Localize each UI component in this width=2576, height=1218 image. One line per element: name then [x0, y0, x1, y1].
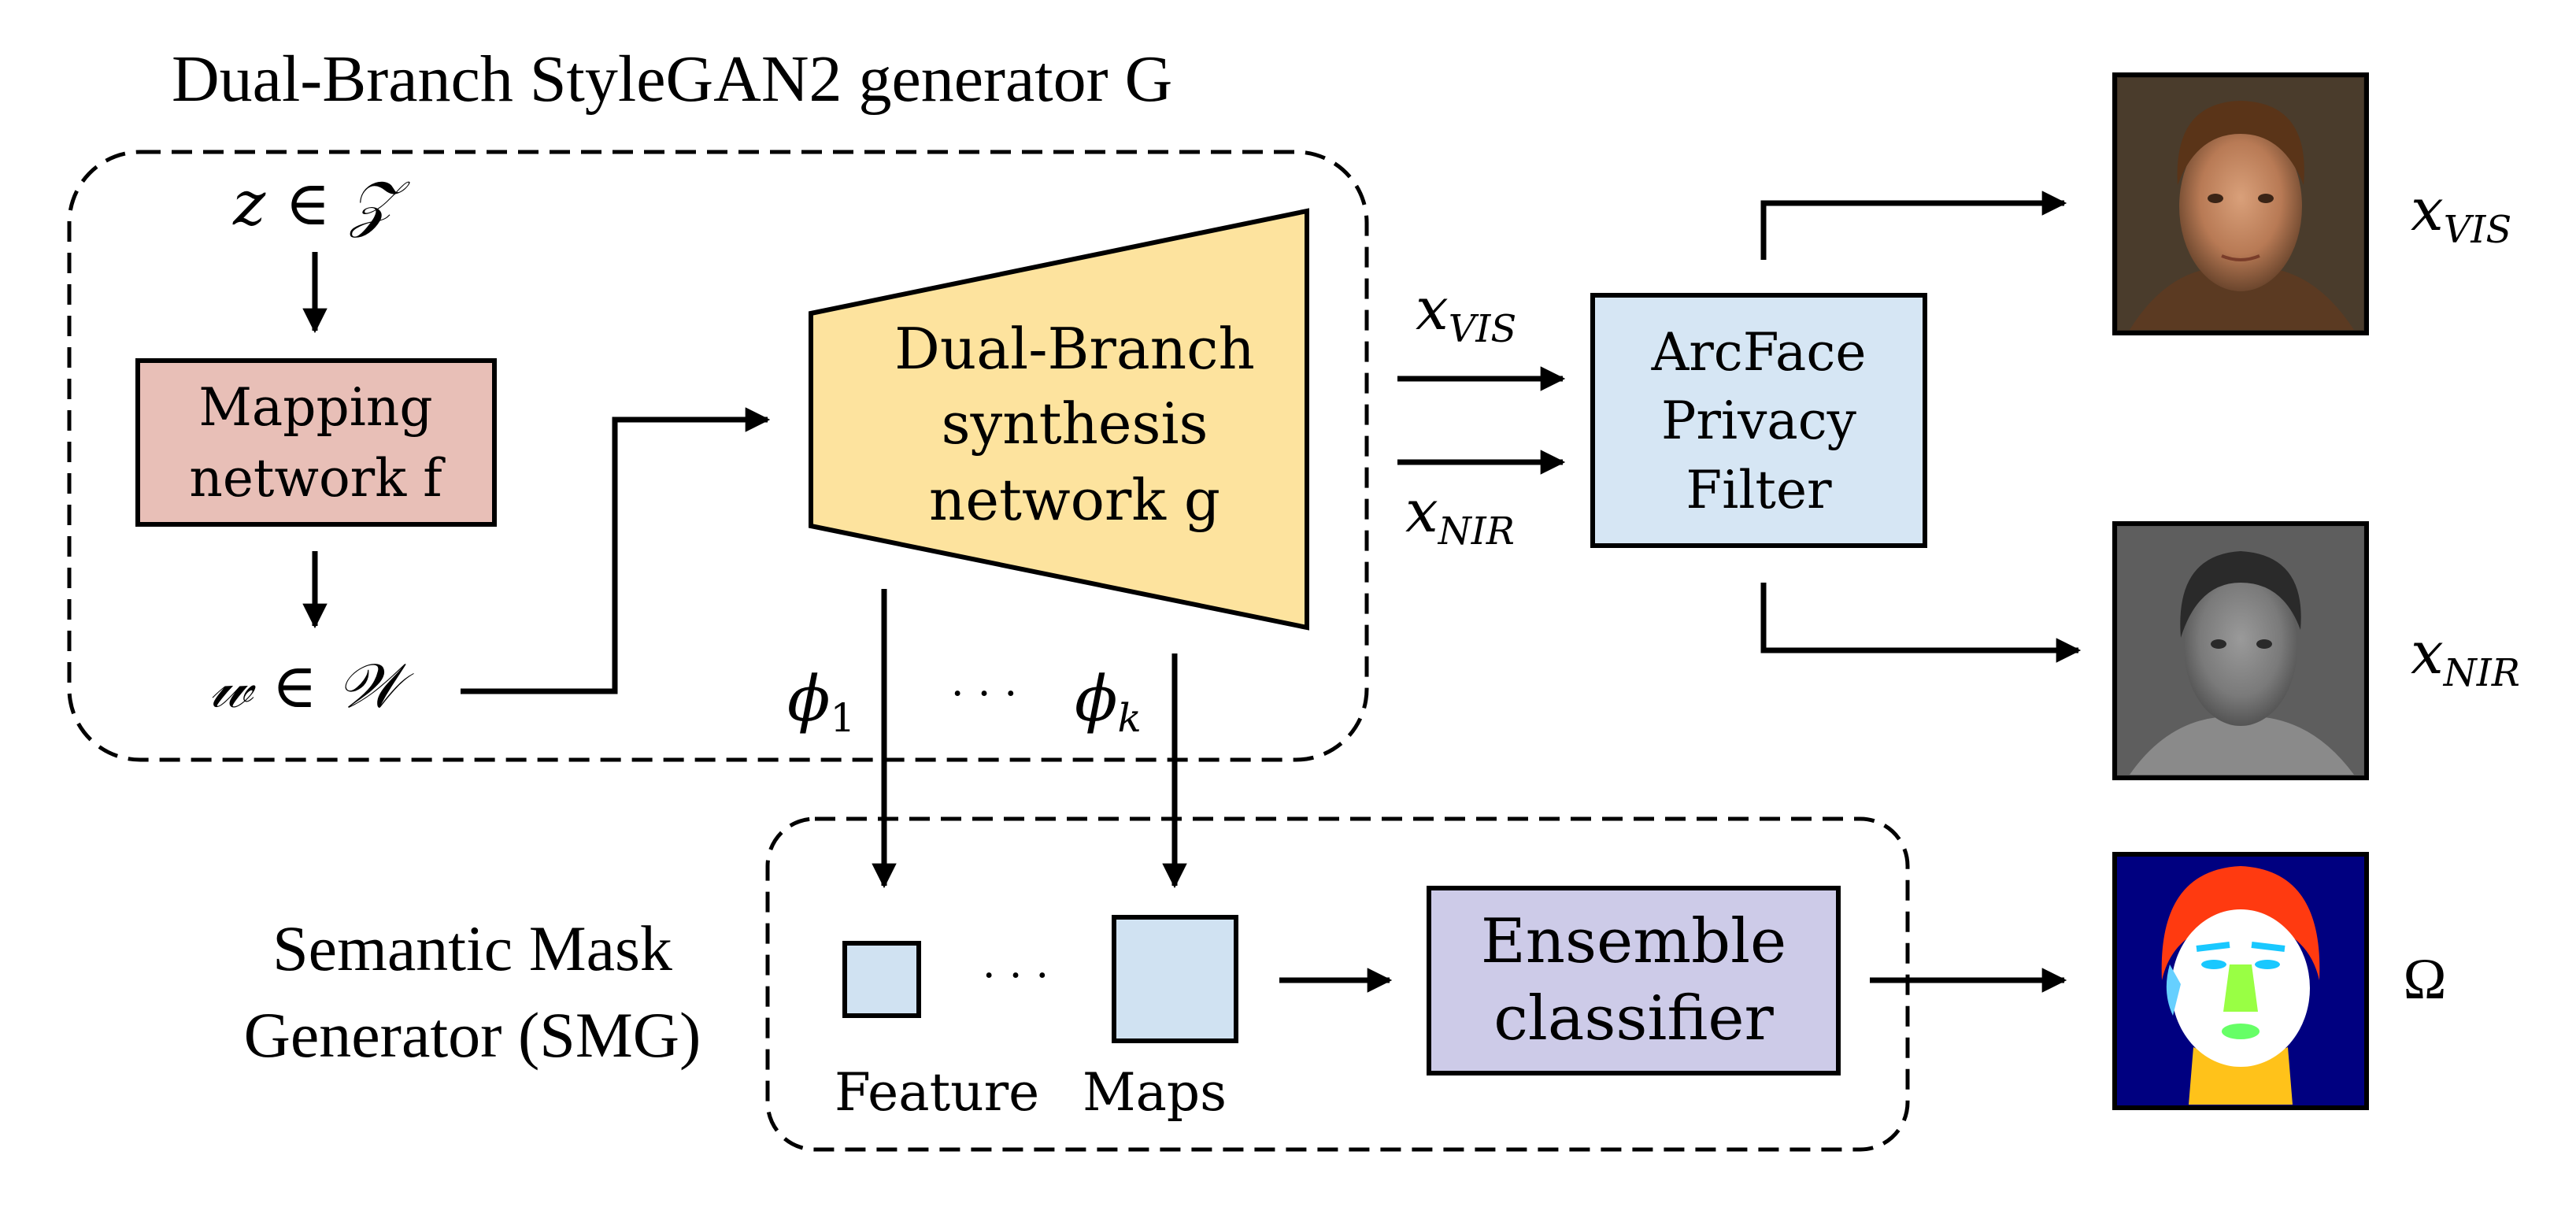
- vis-face-image: [2112, 72, 2369, 335]
- feature-label: Feature: [835, 1062, 1039, 1123]
- synthesis-network-label-1: Dual-Branch: [894, 316, 1255, 382]
- ensemble-classifier-label-1: Ensemble: [1481, 906, 1786, 977]
- arcface-filter-box: [1590, 293, 1927, 548]
- arcface-filter-label-3: Filter: [1686, 460, 1832, 520]
- arcface-filter-label-1: ArcFace: [1651, 322, 1867, 383]
- arrow-w-to-synthesis: [461, 407, 771, 694]
- generator-region: [67, 150, 1369, 762]
- latent-w-label: 𝓌 ∈ 𝒲: [209, 651, 413, 722]
- latent-z-label: z ∈ 𝒵: [232, 168, 410, 239]
- feature-map-small: [842, 941, 921, 1018]
- mapping-network-label-1: Mapping: [198, 377, 432, 438]
- phi-dots: · · ·: [950, 668, 1019, 719]
- smg-region: [765, 816, 1910, 1152]
- synthesis-network-label-2: synthesis: [942, 391, 1208, 457]
- synthesis-network-label-3: network g: [929, 467, 1220, 533]
- generator-title: Dual-Branch StyleGAN2 generator G: [172, 43, 1172, 116]
- x-vis-input-label: xVIS: [1416, 276, 1516, 351]
- ensemble-classifier-label-2: classifier: [1493, 983, 1774, 1054]
- arrow-filter-to-nir-image: [1760, 583, 2082, 663]
- x-nir-output-label: xNIR: [2411, 620, 2520, 695]
- smg-title-2: Generator (SMG): [244, 999, 701, 1071]
- smg-title-1: Semantic Mask: [272, 913, 672, 984]
- mapping-network-box: [135, 358, 497, 527]
- maps-label: Maps: [1083, 1062, 1227, 1123]
- arcface-filter-label-2: Privacy: [1661, 391, 1857, 451]
- synthesis-network-shape: [809, 208, 1309, 631]
- phi-1-label: ϕ1: [787, 662, 855, 741]
- feature-map-large: [1112, 915, 1238, 1043]
- mapping-network-label-2: network f: [189, 448, 446, 509]
- x-vis-output-label: xVIS: [2411, 176, 2511, 252]
- nir-face-image: [2112, 521, 2369, 780]
- phi-k-label: ϕk: [1075, 662, 1142, 741]
- semantic-mask-image: [2112, 852, 2369, 1110]
- x-nir-input-label: xNIR: [1405, 478, 1515, 553]
- arrow-filter-to-vis-image: [1760, 191, 2067, 260]
- ensemble-classifier-box: [1427, 886, 1841, 1075]
- omega-label: Ω: [2404, 947, 2447, 1012]
- feature-map-dots: · · ·: [982, 950, 1050, 1001]
